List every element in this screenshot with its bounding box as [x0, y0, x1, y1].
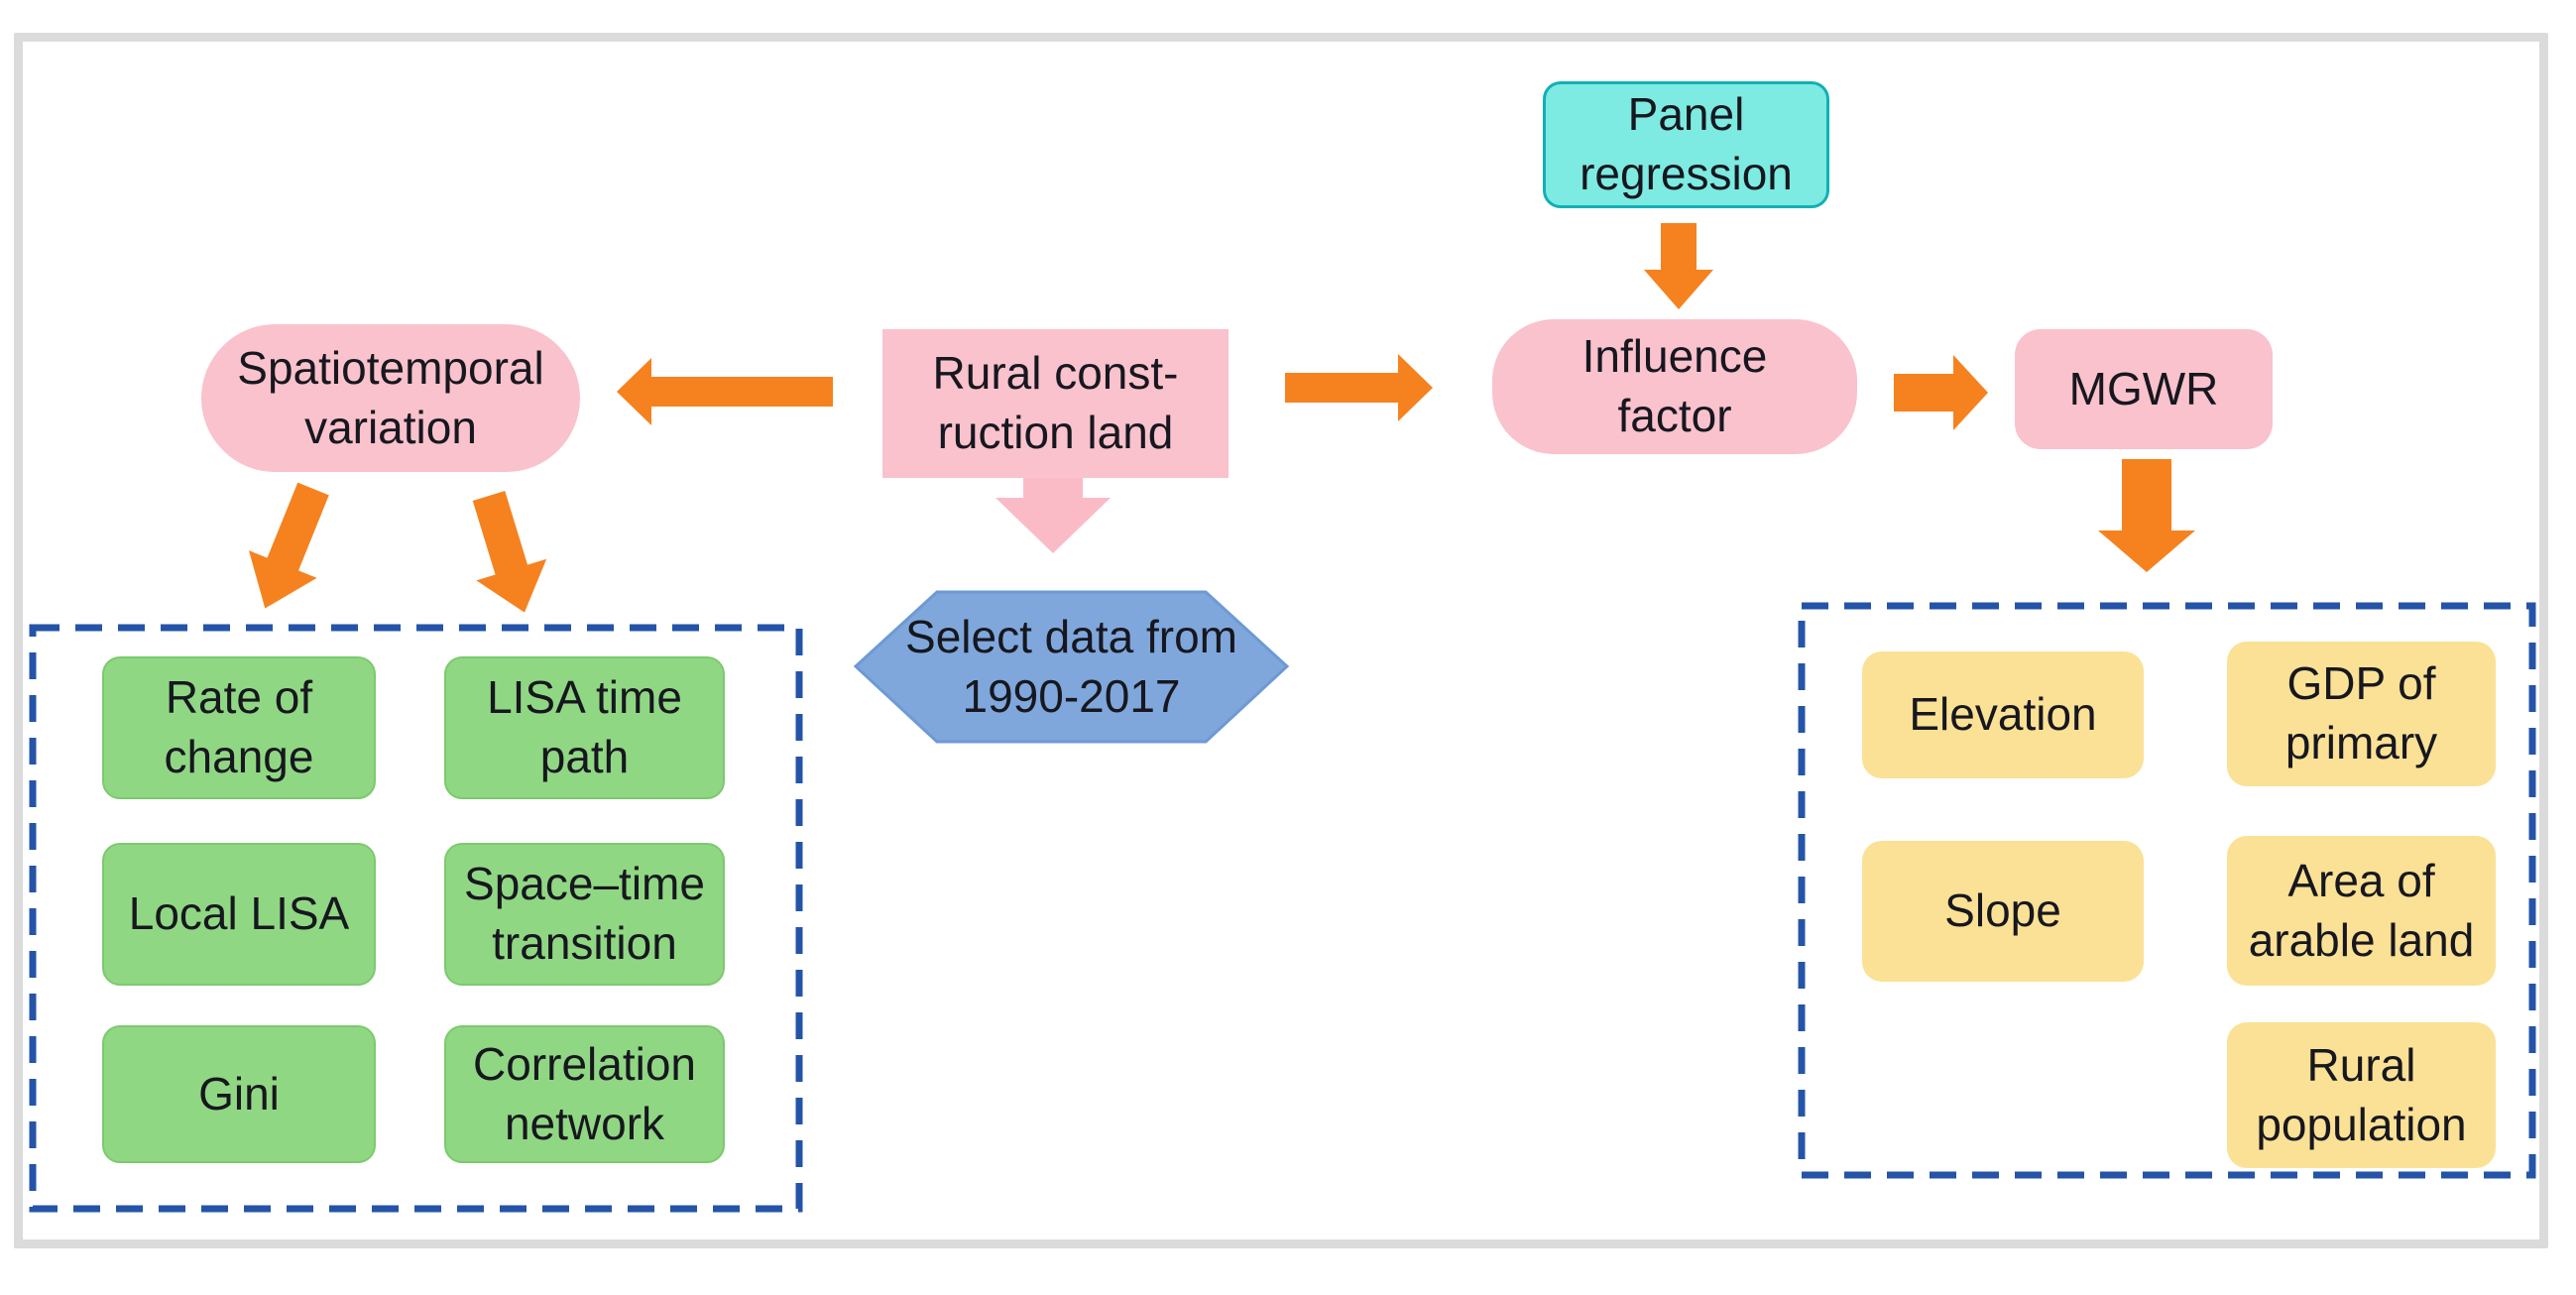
influence-factors-group-box: [1798, 602, 2536, 1179]
node-panel-regression: Panel regression: [1543, 81, 1829, 208]
down-right-arrow-icon: [472, 491, 547, 613]
node-rural-construction-land: Rural const- ruction land: [882, 329, 1229, 478]
method-lisa-time-path: LISA time path: [444, 656, 725, 799]
outer-frame: [14, 33, 2548, 1248]
node-select-data-label: Select data from 1990-2017: [905, 610, 1237, 722]
node-spatiotemporal-variation: Spatiotemporal variation: [201, 324, 580, 472]
method-space-time-transition: Space–time transition: [444, 843, 725, 986]
factor-gdp-of-primary: GDP of primary: [2227, 642, 2496, 786]
analysis-methods-group-box: [29, 624, 803, 1213]
left-arrow-icon: [617, 358, 833, 425]
method-rate-of-change: Rate of change: [102, 656, 376, 799]
down-left-arrow-icon: [248, 482, 329, 609]
right-arrow-icon: [1285, 354, 1433, 421]
method-gini: Gini: [102, 1025, 376, 1163]
factor-area-of-arable-land: Area of arable land: [2227, 836, 2496, 986]
method-local-lisa: Local LISA: [102, 843, 376, 986]
select-data-hexagon: [853, 590, 1290, 744]
down-arrow-icon: [2098, 459, 2195, 572]
right-arrow-icon: [1894, 355, 1988, 430]
method-correlation-network: Correlation network: [444, 1025, 725, 1163]
factor-slope: Slope: [1862, 841, 2144, 982]
node-mgwr: MGWR: [2015, 329, 2273, 449]
factor-elevation: Elevation: [1862, 651, 2144, 778]
node-influence-factor: Influence factor: [1492, 319, 1857, 454]
pink-down-arrow-icon: [995, 476, 1111, 553]
factor-rural-population: Rural population: [2227, 1022, 2496, 1168]
down-arrow-icon: [1644, 223, 1713, 309]
